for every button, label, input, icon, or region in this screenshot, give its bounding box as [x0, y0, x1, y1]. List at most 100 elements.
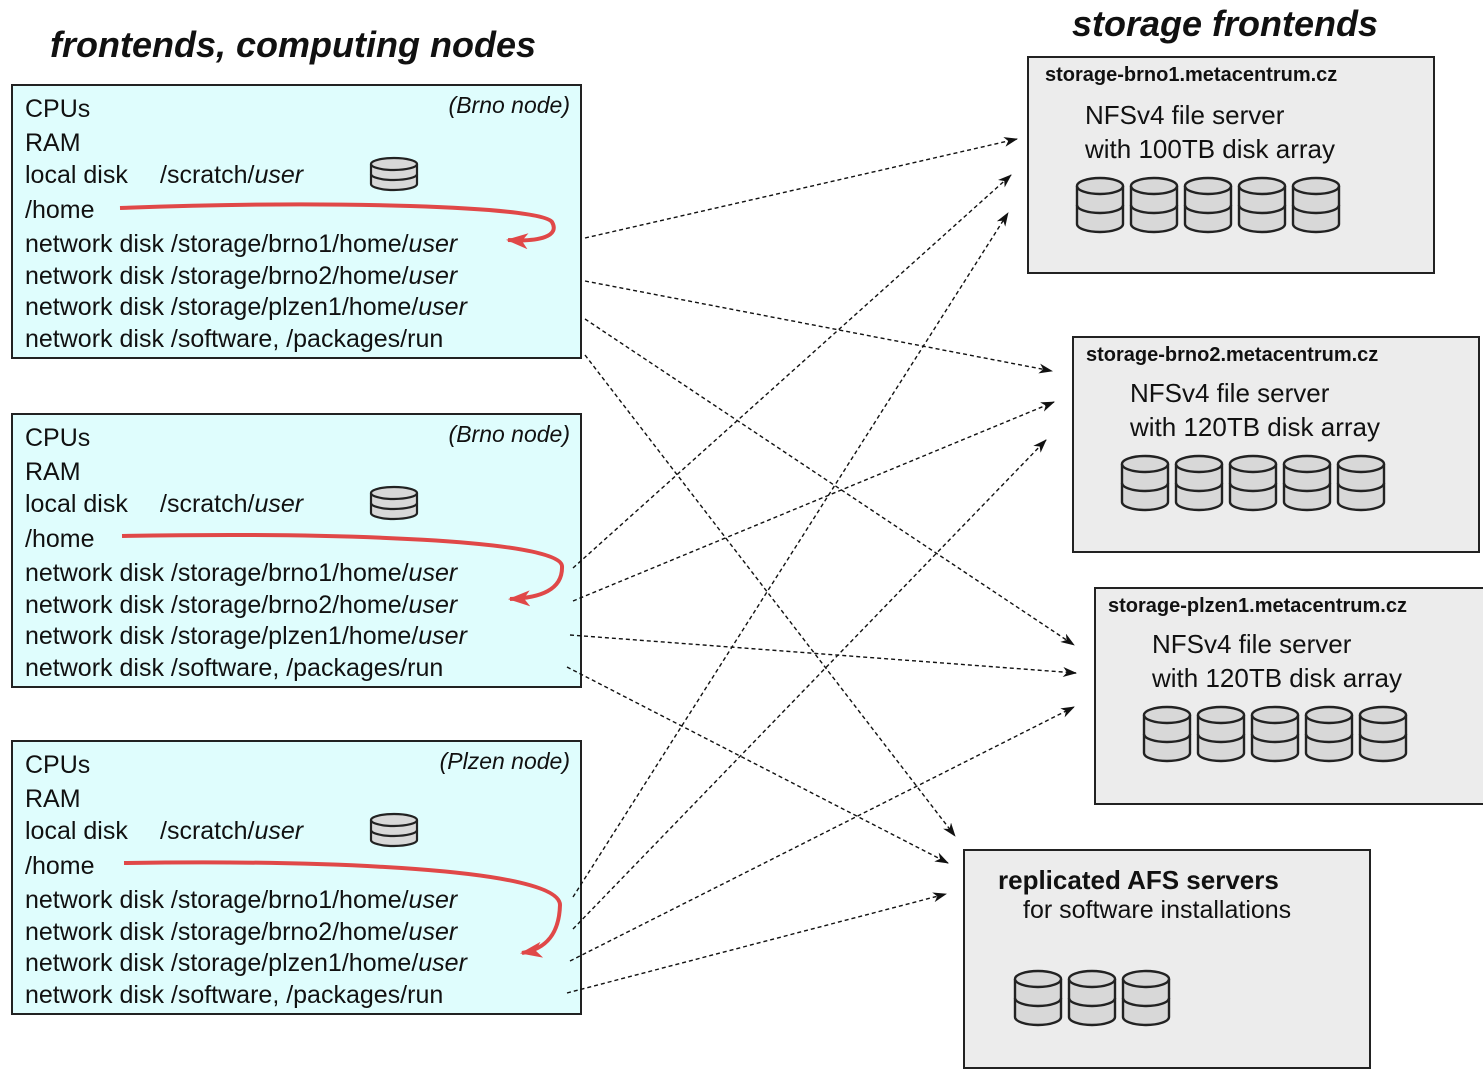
left-heading: frontends, computing nodes: [50, 24, 536, 65]
network-disk-prefix: network disk: [25, 949, 171, 977]
user-placeholder: user: [408, 918, 458, 946]
local-disk-label: local disk: [25, 161, 128, 189]
ram-label: RAM: [25, 129, 81, 157]
network-disk-path: /storage/brno1/home/: [170, 559, 409, 587]
scratch-path: /scratch/user: [160, 489, 303, 519]
network-disk-plzen1: network disk /storage/plzen1/home/user: [25, 292, 467, 322]
local-disk-label: local disk: [25, 490, 128, 518]
scratch-path: /scratch/user: [160, 816, 303, 846]
mount-link-arrow: [572, 212, 1009, 898]
user-placeholder: user: [408, 559, 458, 587]
disk-cylinder-icon: [1174, 454, 1224, 517]
network-disk-path: /storage/brno1/home/: [170, 886, 409, 914]
mount-link-arrow: [584, 318, 1075, 646]
disk-cylinder-icon: [1067, 969, 1117, 1032]
network-disk-plzen1: network disk /storage/plzen1/home/user: [25, 621, 467, 651]
scratch-prefix: /scratch/: [160, 817, 255, 845]
network-disk-path: /software, /packages/run: [170, 654, 444, 682]
mount-link-arrow: [572, 174, 1012, 569]
afs-subtitle: for software installations: [1023, 896, 1292, 924]
cpus-label: CPUs: [25, 95, 91, 123]
scratch-prefix: /scratch/: [160, 490, 255, 518]
server-desc-line2: with 100TB disk array: [1085, 134, 1335, 164]
server-hostname: storage-plzen1.metacentrum.cz: [1108, 595, 1407, 617]
network-disk-path: /storage/brno1/home/: [170, 230, 409, 258]
mount-link-arrow: [584, 354, 956, 837]
server-plzen1: storage-plzen1.metacentrum.cz NFSv4 file…: [1094, 587, 1483, 805]
network-disk-software: network disk /software, /packages/run: [25, 980, 443, 1010]
network-disk-prefix: network disk: [25, 559, 171, 587]
network-disk-prefix: network disk: [25, 622, 171, 650]
disk-cylinder-icon: [1120, 454, 1170, 517]
network-disk-path: /storage/plzen1/home/: [170, 622, 419, 650]
disk-cylinder-icon: [1336, 454, 1386, 517]
computing-node: (Brno node) CPUs RAM local disk /scratch…: [11, 84, 582, 359]
user-placeholder: user: [254, 161, 304, 189]
network-disk-path: /software, /packages/run: [170, 325, 444, 353]
cpus-label: CPUs: [25, 424, 91, 452]
mount-link-arrow: [566, 892, 947, 994]
scratch-path: /scratch/user: [160, 160, 303, 190]
mount-link-arrow: [572, 401, 1055, 602]
user-placeholder: user: [418, 293, 467, 321]
disk-cylinder-icon: [1013, 969, 1063, 1032]
network-disk-brno2: network disk /storage/brno2/home/user: [25, 261, 457, 291]
disk-cylinder-icon: [1282, 454, 1332, 517]
computing-node: (Brno node) CPUs RAM local disk /scratch…: [11, 413, 582, 688]
network-disk-path: /storage/brno2/home/: [170, 262, 409, 290]
user-placeholder: user: [254, 817, 304, 845]
network-disk-brno1: network disk /storage/brno1/home/user: [25, 558, 457, 588]
afs-title: replicated AFS servers: [998, 865, 1279, 895]
afs-servers: replicated AFS servers for software inst…: [963, 849, 1371, 1069]
user-placeholder: user: [418, 949, 467, 977]
network-disk-brno2: network disk /storage/brno2/home/user: [25, 590, 457, 620]
disk-array: [1075, 176, 1341, 239]
disk-cylinder-icon: [1142, 705, 1192, 768]
mount-link-arrow: [584, 137, 1018, 239]
network-disk-brno1: network disk /storage/brno1/home/user: [25, 229, 457, 259]
disk-cylinder-icon: [1304, 705, 1354, 768]
network-disk-prefix: network disk: [25, 981, 171, 1009]
server-brno2: storage-brno2.metacentrum.cz NFSv4 file …: [1072, 336, 1480, 553]
scratch-prefix: /scratch/: [160, 161, 255, 189]
right-heading: storage frontends: [1072, 3, 1379, 44]
network-disk-path: /storage/brno2/home/: [170, 918, 409, 946]
network-disk-prefix: network disk: [25, 230, 171, 258]
network-disk-prefix: network disk: [25, 591, 171, 619]
ram-label: RAM: [25, 458, 81, 486]
computing-node: (Plzen node) CPUs RAM local disk /scratc…: [11, 740, 582, 1015]
user-placeholder: user: [418, 622, 467, 650]
disk-cylinder-icon: [1183, 176, 1233, 239]
disk-cylinder-icon: [1129, 176, 1179, 239]
local-disk-icon: [369, 812, 419, 848]
disk-cylinder-icon: [1291, 176, 1341, 239]
server-desc-line1: NFSv4 file server: [1152, 629, 1352, 659]
home-label: /home: [25, 196, 95, 224]
local-disk-icon: [369, 156, 419, 192]
disk-cylinder-icon: [1075, 176, 1125, 239]
mount-link-arrow: [566, 666, 949, 864]
local-disk-icon: [369, 485, 419, 521]
user-placeholder: user: [408, 230, 458, 258]
network-disk-brno1: network disk /storage/brno1/home/user: [25, 885, 457, 915]
network-disk-prefix: network disk: [25, 886, 171, 914]
server-desc-line2: with 120TB disk array: [1130, 412, 1380, 442]
mount-link-arrow: [584, 280, 1053, 374]
disk-array: [1120, 454, 1386, 517]
server-desc-line1: NFSv4 file server: [1130, 378, 1330, 408]
node-location-tag: (Brno node): [448, 92, 570, 118]
node-location-tag: (Brno node): [448, 421, 570, 447]
home-label: /home: [25, 852, 95, 880]
local-disk-label: local disk: [25, 817, 128, 845]
disk-cylinder-icon: [1237, 176, 1287, 239]
ram-label: RAM: [25, 785, 81, 813]
disk-cylinder-icon: [1228, 454, 1278, 517]
network-disk-software: network disk /software, /packages/run: [25, 324, 443, 354]
network-disk-path: /storage/brno2/home/: [170, 591, 409, 619]
server-hostname: storage-brno1.metacentrum.cz: [1045, 64, 1338, 86]
server-hostname: storage-brno2.metacentrum.cz: [1086, 344, 1379, 366]
disk-array: [1013, 969, 1171, 1032]
user-placeholder: user: [408, 886, 458, 914]
network-disk-path: /software, /packages/run: [170, 981, 444, 1009]
network-disk-prefix: network disk: [25, 262, 171, 290]
